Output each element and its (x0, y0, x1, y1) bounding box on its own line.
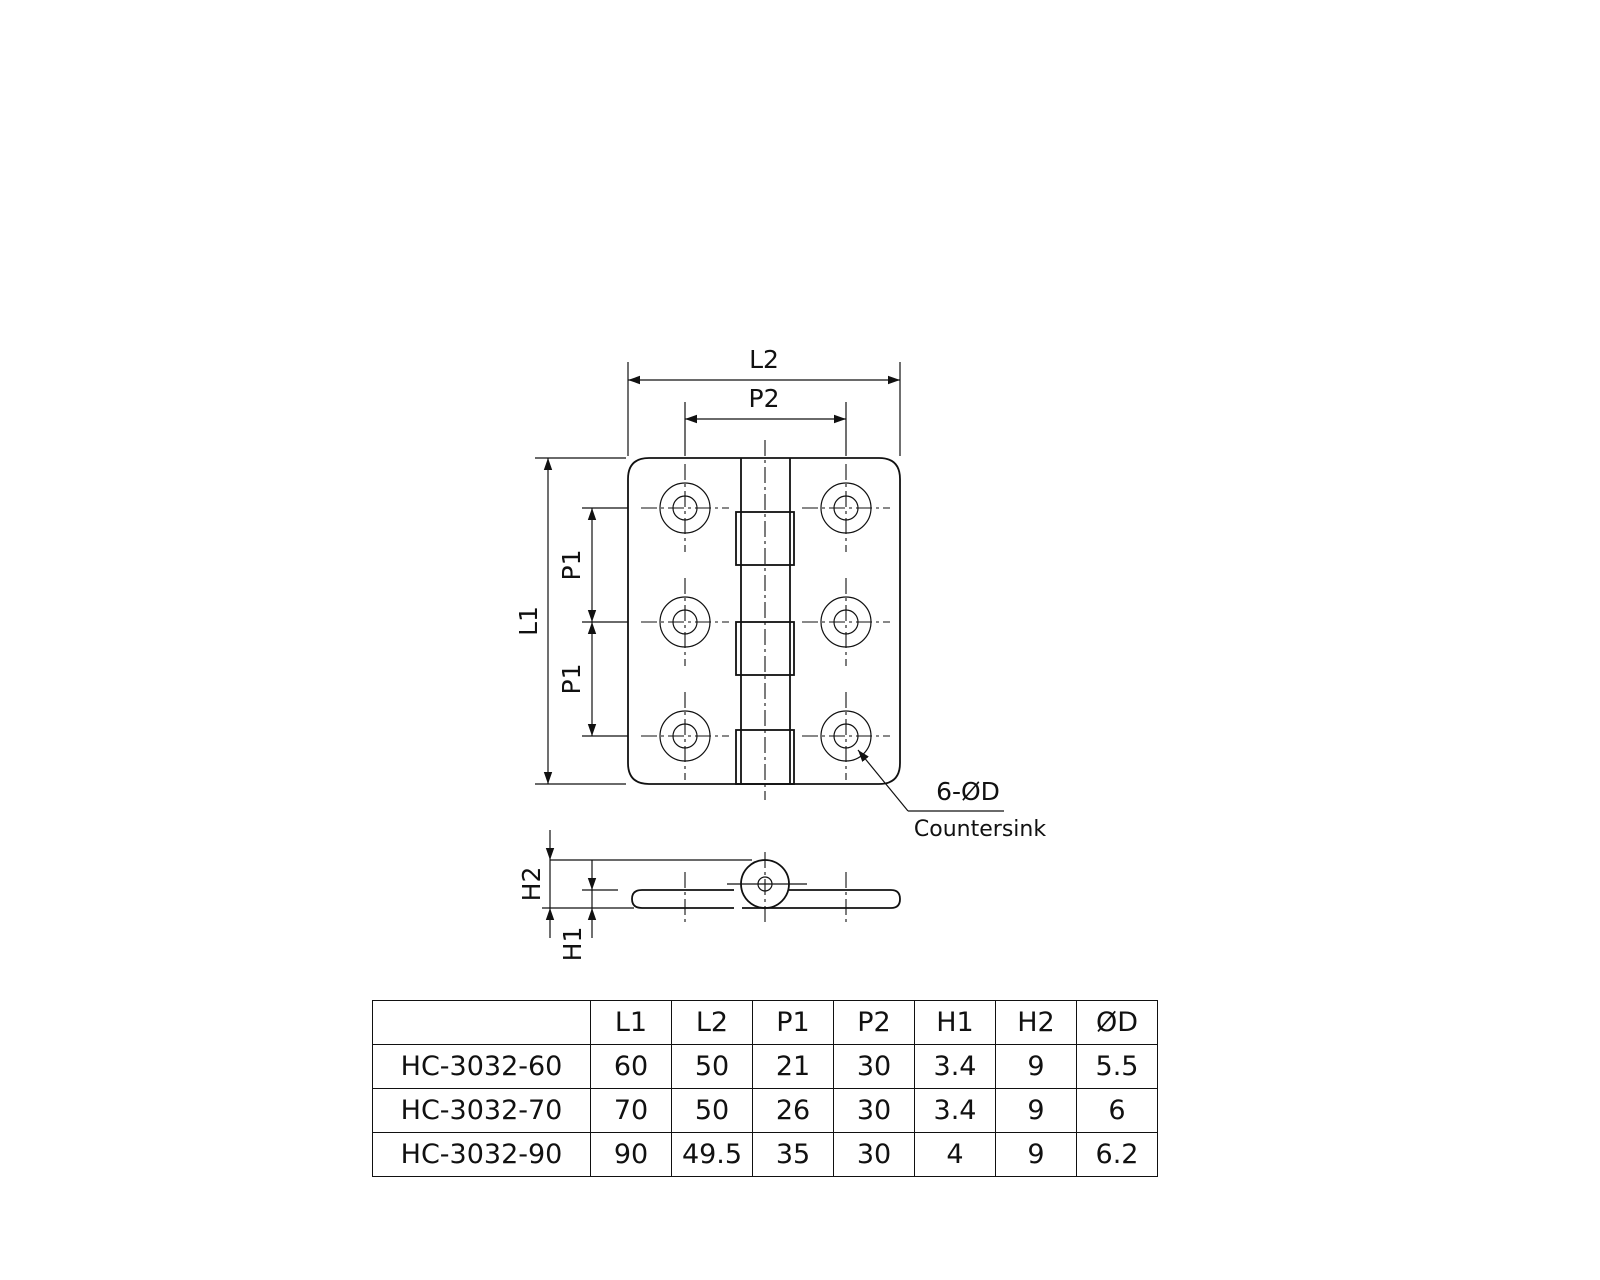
value-cell: 3.4 (914, 1088, 996, 1133)
header-cell: ØD (1076, 1000, 1158, 1045)
dimension-p2: P2 (684, 384, 847, 456)
countersink-holes (641, 464, 890, 780)
spec-table: L1 L2 P1 P2 H1 H2 ØD HC-3032-60 60 50 21… (372, 1000, 1158, 1177)
header-cell: H1 (914, 1000, 996, 1045)
header-cell: L2 (671, 1000, 753, 1045)
countersink-hole (641, 578, 729, 666)
value-cell: 3.4 (914, 1044, 996, 1089)
hinge-knuckles (735, 511, 795, 785)
value-cell: 35 (752, 1132, 834, 1177)
value-cell: 6 (1076, 1088, 1158, 1133)
countersink-hole (802, 464, 890, 552)
dimension-h1: H1 (558, 860, 618, 961)
value-cell: 30 (833, 1132, 915, 1177)
dimension-h2: H2 (517, 830, 612, 938)
table-row: HC-3032-60 60 50 21 30 3.4 9 5.5 (372, 1044, 1158, 1089)
countersink-hole (641, 692, 729, 780)
countersink-hole (641, 464, 729, 552)
value-cell: 30 (833, 1044, 915, 1089)
value-cell: 30 (833, 1088, 915, 1133)
hinge-outline (627, 457, 901, 785)
value-cell: 5.5 (1076, 1044, 1158, 1089)
value-cell: 9 (995, 1132, 1077, 1177)
label-p2: P2 (749, 384, 780, 413)
table-row: HC-3032-90 90 49.5 35 30 4 9 6.2 (372, 1132, 1158, 1177)
model-cell: HC-3032-90 (372, 1132, 591, 1177)
dimension-p1: P1 P1 (557, 507, 628, 737)
header-cell: P2 (833, 1000, 915, 1045)
countersink-hole (802, 578, 890, 666)
label-countersink: Countersink (914, 817, 1046, 842)
value-cell: 6.2 (1076, 1132, 1158, 1177)
header-cell (372, 1000, 591, 1045)
value-cell: 60 (590, 1044, 672, 1089)
model-cell: HC-3032-60 (372, 1044, 591, 1089)
label-l2: L2 (749, 345, 779, 374)
label-h1: H1 (558, 927, 587, 962)
label-p1-bottom: P1 (557, 664, 586, 695)
label-l1: L1 (514, 606, 543, 636)
dimension-l2: L2 (627, 345, 901, 456)
label-h2: H2 (517, 867, 546, 902)
value-cell: 90 (590, 1132, 672, 1177)
countersink-hole (802, 692, 890, 780)
label-p1-top: P1 (557, 550, 586, 581)
hole-callout: 6-ØD Countersink (857, 749, 1046, 842)
value-cell: 70 (590, 1088, 672, 1133)
value-cell: 26 (752, 1088, 834, 1133)
header-cell: P1 (752, 1000, 834, 1045)
header-cell: L1 (590, 1000, 672, 1045)
value-cell: 50 (671, 1088, 753, 1133)
value-cell: 9 (995, 1088, 1077, 1133)
table-row: HC-3032-70 70 50 26 30 3.4 9 6 (372, 1088, 1158, 1133)
hinge-top-view (627, 440, 901, 800)
model-cell: HC-3032-70 (372, 1088, 591, 1133)
dimension-l1: L1 (514, 457, 626, 785)
value-cell: 50 (671, 1044, 753, 1089)
value-cell: 4 (914, 1132, 996, 1177)
table-header-row: L1 L2 P1 P2 H1 H2 ØD (372, 1000, 1158, 1045)
value-cell: 49.5 (671, 1132, 753, 1177)
label-hole-callout: 6-ØD (936, 777, 1000, 806)
value-cell: 21 (752, 1044, 834, 1089)
value-cell: 9 (995, 1044, 1077, 1089)
header-cell: H2 (995, 1000, 1077, 1045)
hinge-side-view (550, 852, 901, 924)
